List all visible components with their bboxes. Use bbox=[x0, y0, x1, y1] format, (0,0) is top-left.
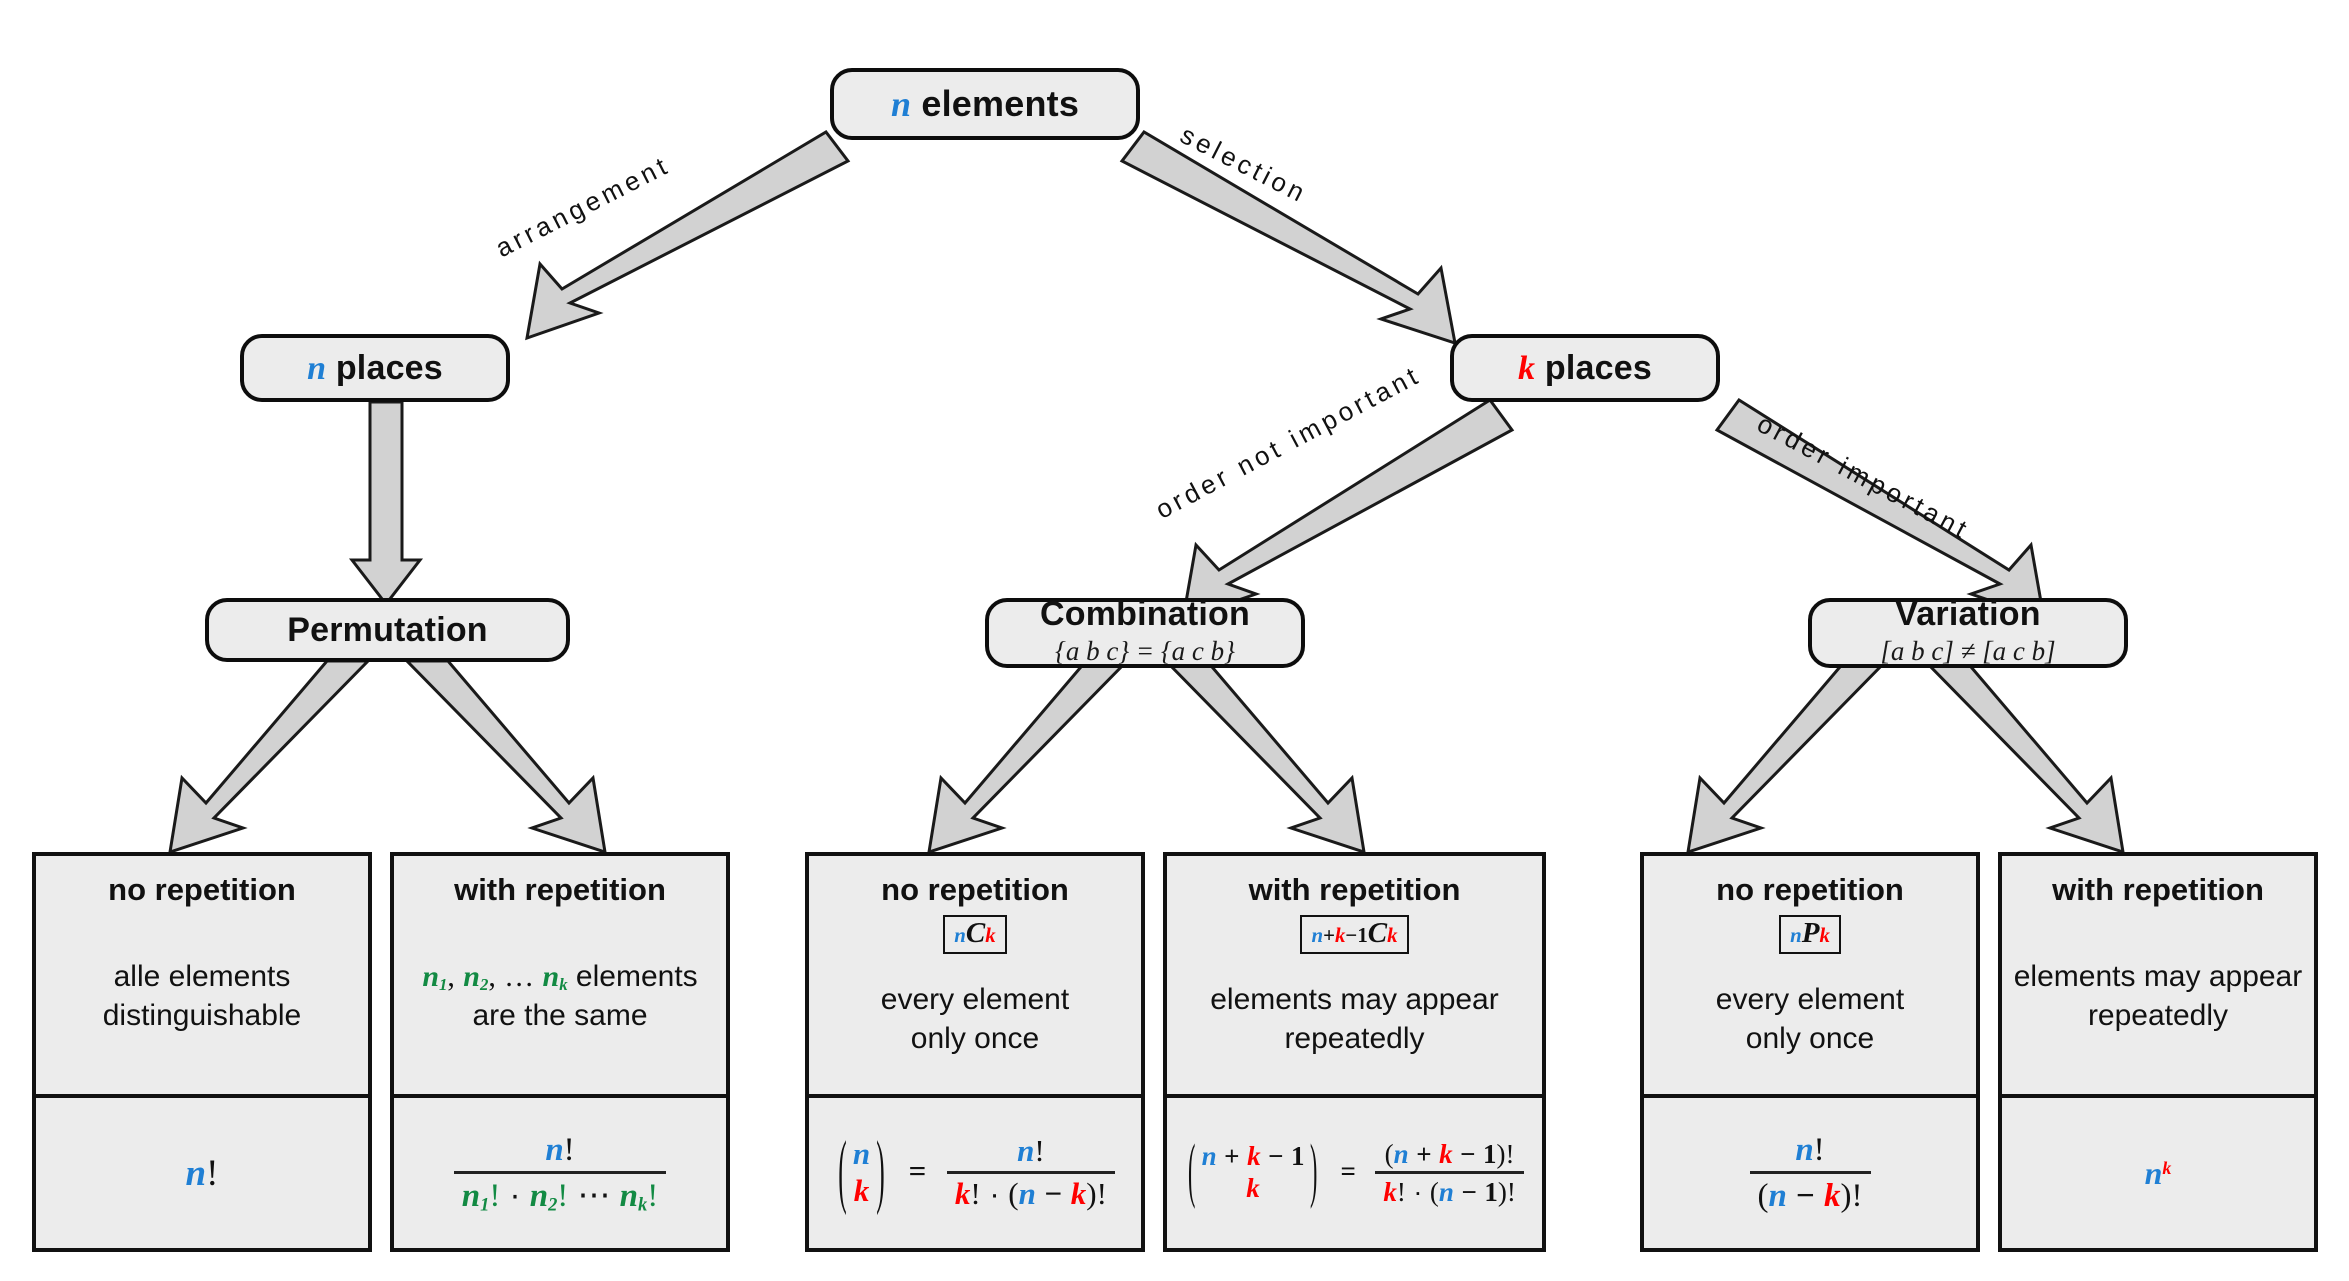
desc-line: n1, n2, … nk elements bbox=[422, 959, 698, 995]
desc-line: are the same bbox=[472, 999, 648, 1032]
arrow-order-not-important bbox=[1181, 397, 1515, 622]
leaf-symbol-nCk: nCk bbox=[943, 915, 1007, 954]
leaf-top: with repetition elements may appear repe… bbox=[2002, 856, 2314, 1098]
leaf-variation-no-repetition[interactable]: no repetition nPk every element only onc… bbox=[1640, 852, 1980, 1252]
arrow-variation-right bbox=[1921, 659, 2125, 855]
desc-line: repeatedly bbox=[1284, 1022, 1425, 1055]
desc-line: every element bbox=[880, 983, 1070, 1016]
leaf-formula: n! n1! · n2! ⋯ nk! bbox=[394, 1098, 726, 1248]
leaf-head: no repetition bbox=[108, 872, 296, 907]
arrow-combination-left bbox=[927, 659, 1131, 855]
leaf-symbol-nPk: nPk bbox=[1779, 915, 1841, 954]
leaf-description: elements may appear repeatedly bbox=[1210, 980, 1499, 1058]
leaf-description: n1, n2, … nk elements are the same bbox=[422, 957, 697, 1035]
leaf-description: elements may appear repeatedly bbox=[2014, 957, 2303, 1035]
leaf-combination-no-repetition[interactable]: no repetition nCk every element only onc… bbox=[805, 852, 1145, 1252]
leaf-formula: n! (n − k)! bbox=[1644, 1098, 1976, 1248]
node-n-places[interactable]: n places bbox=[240, 334, 510, 402]
desc-line: alle elements bbox=[113, 960, 291, 993]
node-k-places[interactable]: k places bbox=[1450, 334, 1720, 402]
leaf-permutation-no-repetition[interactable]: no repetition alle elements distinguisha… bbox=[32, 852, 372, 1252]
leaf-variation-with-repetition[interactable]: with repetition elements may appear repe… bbox=[1998, 852, 2318, 1252]
n-places-label: places bbox=[335, 348, 443, 387]
k-places-label: places bbox=[1544, 348, 1652, 387]
combination-note: {a b c} = {a c b} bbox=[1055, 636, 1235, 667]
leaf-formula: nk bbox=[2144, 1154, 2172, 1191]
variation-title: Variation bbox=[1895, 594, 2041, 633]
leaf-head: with repetition bbox=[2052, 872, 2264, 907]
edge-label-order-important: order important bbox=[1752, 408, 1976, 546]
edge-label-selection: selection bbox=[1175, 119, 1313, 210]
leaf-description: every element only once bbox=[881, 980, 1069, 1058]
node-combination[interactable]: Combination {a b c} = {a c b} bbox=[985, 594, 1305, 668]
desc-line: distinguishable bbox=[102, 999, 302, 1032]
desc-line: only once bbox=[910, 1022, 1040, 1055]
arrow-permutation-right bbox=[403, 659, 607, 855]
leaf-description: every element only once bbox=[1716, 980, 1904, 1058]
n-places-variable: n bbox=[307, 349, 327, 387]
node-n-elements[interactable]: n elements bbox=[830, 68, 1140, 140]
leaf-head: with repetition bbox=[1248, 872, 1461, 907]
leaf-top: with repetition n1, n2, … nk elements ar… bbox=[394, 856, 726, 1098]
leaf-formula: ( n + k − 1 k ) = (n + k − 1)! k! · ( bbox=[1167, 1098, 1542, 1248]
desc-line: elements may appear bbox=[2013, 960, 2303, 993]
leaf-top: no repetition nCk every element only onc… bbox=[809, 856, 1141, 1098]
leaf-top: no repetition alle elements distinguisha… bbox=[36, 856, 368, 1098]
variation-note: [a b c] ≠ [a c b] bbox=[1880, 636, 2056, 667]
combination-title: Combination bbox=[1040, 594, 1250, 633]
root-variable: n bbox=[890, 84, 912, 124]
leaf-symbol-nk1Ck: n+k−1Ck bbox=[1300, 915, 1409, 954]
leaf-top: with repetition n+k−1Ck elements may app… bbox=[1167, 856, 1542, 1098]
root-label: elements bbox=[921, 83, 1080, 124]
leaf-permutation-with-repetition[interactable]: with repetition n1, n2, … nk elements ar… bbox=[390, 852, 730, 1252]
edge-label-arrangement: arrangement bbox=[490, 149, 675, 264]
arrow-selection bbox=[1119, 130, 1457, 346]
node-permutation[interactable]: Permutation bbox=[205, 598, 570, 662]
arrow-variation-left bbox=[1686, 659, 1890, 855]
leaf-combination-with-repetition[interactable]: with repetition n+k−1Ck elements may app… bbox=[1163, 852, 1546, 1252]
desc-line: every element bbox=[1715, 983, 1905, 1016]
leaf-formula: n! bbox=[185, 1152, 219, 1194]
arrow-combination-right bbox=[1162, 659, 1366, 855]
k-places-variable: k bbox=[1518, 349, 1536, 387]
desc-line: only once bbox=[1745, 1022, 1875, 1055]
edge-label-order-not-important: order not important bbox=[1150, 359, 1426, 525]
desc-line: repeatedly bbox=[2087, 999, 2229, 1032]
leaf-head: with repetition bbox=[454, 872, 666, 907]
permutation-title: Permutation bbox=[287, 610, 488, 649]
leaf-description: alle elements distinguishable bbox=[103, 957, 301, 1035]
node-variation[interactable]: Variation [a b c] ≠ [a c b] bbox=[1808, 594, 2128, 668]
arrow-n-places-permutation bbox=[348, 400, 424, 607]
arrow-arrangement bbox=[525, 130, 851, 341]
desc-line: elements may appear bbox=[1210, 983, 1499, 1016]
leaf-top: no repetition nPk every element only onc… bbox=[1644, 856, 1976, 1098]
arrow-permutation-left bbox=[168, 659, 372, 855]
leaf-head: no repetition bbox=[1716, 872, 1904, 907]
leaf-head: no repetition bbox=[881, 872, 1069, 907]
